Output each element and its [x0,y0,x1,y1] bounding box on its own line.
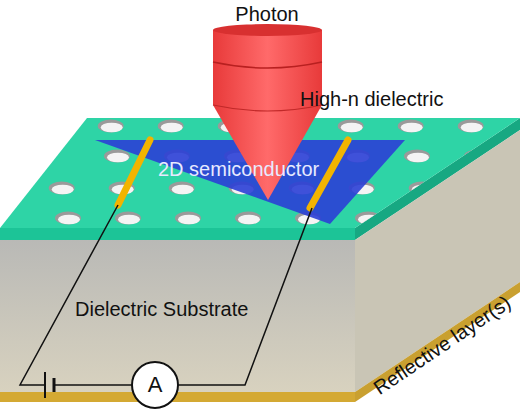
hole [172,185,194,195]
beam-top [213,24,322,36]
hole [338,120,364,133]
hole [472,185,494,195]
hole [461,123,483,133]
hole [235,212,261,225]
hole [407,153,429,163]
hole [158,120,184,133]
hole [467,153,489,163]
reflective-front [0,392,355,402]
hole [475,212,501,225]
hole [101,123,123,133]
hole [52,185,74,195]
hole [104,150,130,163]
hole [175,212,201,225]
meter-letter: A [148,372,163,398]
hole [404,150,430,163]
substrate-front [0,240,355,392]
hole [161,123,183,133]
hole [238,215,260,225]
hole [478,215,500,225]
hole [401,123,423,133]
hole [358,215,380,225]
hole [98,120,124,133]
hole [469,182,495,195]
hole [415,212,441,225]
hole [55,212,81,225]
hole [341,123,363,133]
wire [20,205,118,385]
hole [49,182,75,195]
hole [409,182,435,195]
hole [398,120,424,133]
hole [418,215,440,225]
beam-ring [213,62,322,68]
wire [178,208,312,385]
reflective-side [355,282,520,402]
hole [107,153,129,163]
wire [54,384,132,386]
hole [115,212,141,225]
battery-symbol [44,372,46,398]
hole [518,120,520,133]
hole [355,212,381,225]
hole [169,182,195,195]
hole [412,185,434,195]
hole [464,150,490,163]
ammeter-symbol: A [131,361,179,409]
layer-label: Dielectric Substrate [75,298,248,320]
material-label: 2D semiconductor [158,158,319,180]
photon-label: Photon [235,3,298,25]
hole [58,215,80,225]
hole [118,215,140,225]
hole [458,120,484,133]
hole [178,215,200,225]
layer-label: High-n dielectric [300,88,443,110]
electrode [118,140,150,205]
